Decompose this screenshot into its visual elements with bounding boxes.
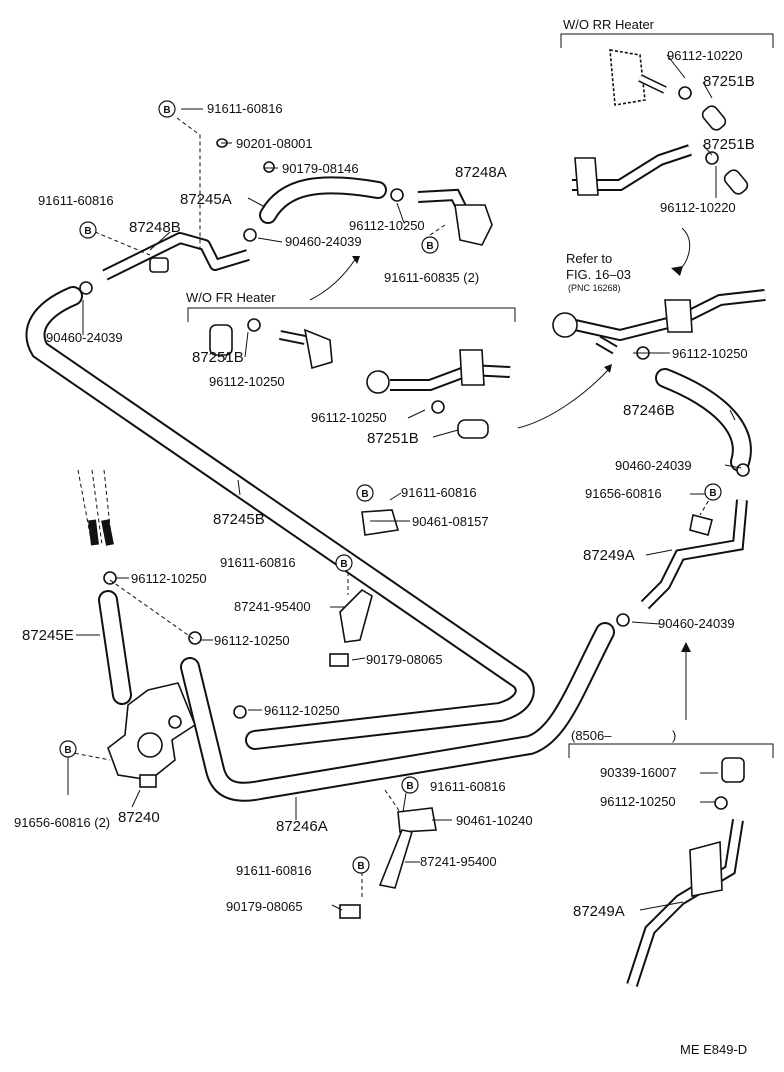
part-label: 96112-10250 [672, 346, 748, 361]
part-label: 91611-60816 [401, 485, 477, 500]
part-label: 96112-10220 [667, 48, 743, 63]
part-label: 87251B [703, 73, 755, 90]
brackets [329, 509, 437, 919]
part-label: 90461-10240 [456, 813, 533, 828]
section-wo-rr-heater: W/O RR Heater [563, 17, 655, 32]
part-label: 87251B [367, 430, 419, 447]
reference-arrows [309, 227, 691, 720]
part-label: 87248A [455, 164, 507, 181]
part-label: 91611-60816 [207, 101, 283, 116]
part-label: 96112-10250 [209, 374, 285, 389]
part-label: 96112-10250 [349, 218, 425, 233]
part-label: 91656-60816 (2) [14, 815, 110, 830]
part-label: 87249A [573, 903, 625, 920]
clamps [79, 86, 750, 810]
bolt-symbol: B [401, 776, 419, 794]
part-label: 91656-60816 [585, 486, 662, 501]
svg-text:B: B [357, 861, 364, 872]
svg-text:B: B [426, 241, 433, 252]
section-wo-fr-heater: W/O FR Heater [186, 290, 276, 305]
svg-text:B: B [163, 105, 170, 116]
part-label: 91611-60816 [430, 779, 506, 794]
bolt-symbol: B [59, 740, 77, 758]
part-label: 91611-60816 [220, 555, 296, 570]
part-label: 90201-08001 [236, 136, 313, 151]
part-label: 90461-08157 [412, 514, 489, 529]
refer-to-line1: Refer to [566, 251, 612, 266]
svg-text:B: B [709, 488, 716, 499]
short-hoses-87251b [209, 105, 749, 783]
part-label: 87240 [118, 809, 160, 826]
part-label: 87251B [703, 136, 755, 153]
part-label: 96112-10250 [600, 794, 676, 809]
svg-text:B: B [64, 745, 71, 756]
pipe-upper-left [77, 469, 114, 546]
range-close: ) [672, 728, 676, 743]
bolt-symbols: B B B B B B B B B [59, 100, 722, 874]
hose-87245a [259, 176, 387, 224]
hose-87245e [98, 590, 132, 705]
pipe-87248a [417, 188, 493, 246]
pipe-refer-assembly [552, 289, 766, 355]
part-label: 87246A [276, 818, 328, 835]
pipe-87249a-lower [626, 819, 744, 987]
refer-to-line2: FIG. 16–03 [566, 267, 631, 282]
part-label: 87249A [583, 547, 635, 564]
bolt-symbol: B [421, 236, 439, 254]
bolt-symbol: B [158, 100, 176, 118]
range-bracket [568, 743, 774, 758]
fr-heater-bracket [187, 307, 516, 322]
part-label: 87248B [129, 219, 181, 236]
pipe-87249a-upper [640, 499, 748, 610]
svg-text:B: B [406, 781, 413, 792]
part-label: 96112-10250 [214, 633, 290, 648]
part-label: 87245B [213, 511, 265, 528]
part-label: 96112-10250 [264, 703, 340, 718]
part-label: 87245E [22, 627, 74, 644]
pipe-fr-heater [279, 328, 511, 394]
part-label: 90460-24039 [658, 616, 735, 631]
part-label: 90179-08065 [226, 899, 303, 914]
part-label: 96112-10250 [131, 571, 207, 586]
pipe-rr-heater [572, 49, 692, 196]
part-label: 90460-24039 [285, 234, 362, 249]
part-label: 91611-60816 [38, 193, 114, 208]
bolt-symbol: B [352, 856, 370, 874]
hose-87246a [180, 622, 615, 802]
range-open: (8506– [571, 728, 612, 743]
part-label: 87246B [623, 402, 675, 419]
part-label: 87251B [192, 349, 244, 366]
bolt-symbol: B [79, 221, 97, 239]
part-label: 96112-10250 [311, 410, 387, 425]
part-label: 90339-16007 [600, 765, 677, 780]
refer-to-line3: (PNC 16268) [568, 283, 621, 293]
part-label: 91611-60816 [236, 863, 312, 878]
heater-valve-87240 [107, 682, 196, 788]
hose-87246b [655, 368, 752, 472]
bolt-symbol: B [335, 554, 353, 572]
part-label: 90460-24039 [615, 458, 692, 473]
hose-87245b [25, 286, 535, 750]
bolt-symbol: B [356, 484, 374, 502]
part-label: 90179-08146 [282, 161, 359, 176]
part-label: 90179-08065 [366, 652, 443, 667]
part-label: 87245A [180, 191, 232, 208]
part-label: 96112-10220 [660, 200, 736, 215]
part-label: 90460-24039 [46, 330, 123, 345]
pipe-87248b [102, 232, 250, 281]
part-label: 87241-95400 [420, 854, 497, 869]
part-label: 87241-95400 [234, 599, 311, 614]
rr-heater-bracket [560, 33, 774, 48]
svg-text:B: B [340, 559, 347, 570]
leader-lines [67, 54, 742, 911]
svg-text:B: B [361, 489, 368, 500]
drawing-code: ME E849-D [680, 1042, 747, 1057]
svg-text:B: B [84, 226, 91, 237]
bolt-symbol: B [704, 483, 722, 501]
part-label: 91611-60835 (2) [384, 270, 479, 285]
